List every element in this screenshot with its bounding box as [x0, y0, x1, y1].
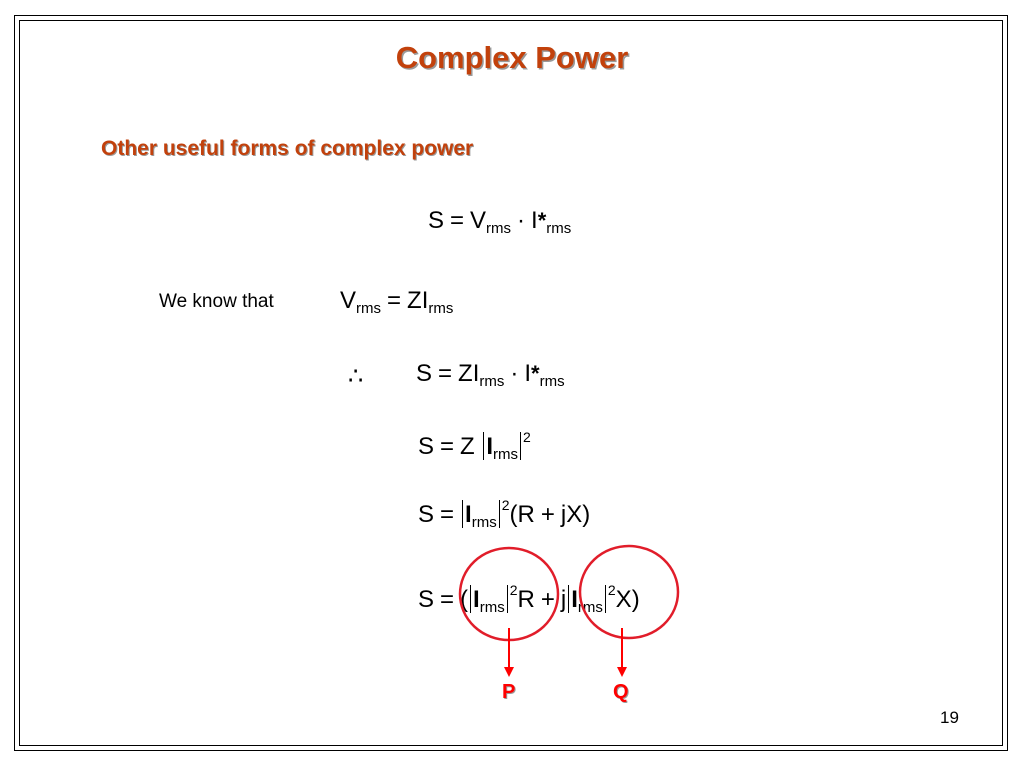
abs-bar — [470, 585, 472, 613]
eq-symbol: S — [418, 586, 435, 613]
eq-symbol: I — [531, 207, 538, 234]
eq-subscript: rms — [471, 514, 497, 531]
eq-symbol: · — [517, 207, 526, 234]
eq-symbol: S — [418, 501, 435, 528]
eq-subscript: rms — [546, 220, 572, 237]
equation-s-zirms-iconj: S=ZIrms·I*rms — [416, 360, 565, 390]
eq-symbol: = — [440, 586, 455, 613]
eq-symbol: X — [615, 586, 632, 613]
label-p: P — [502, 681, 516, 703]
eq-superscript: 2 — [523, 429, 531, 445]
eq-symbol: S — [428, 207, 445, 234]
eq-symbol: I — [465, 501, 472, 528]
page-number: 19 — [940, 708, 959, 727]
equation-vrms-zirms: Vrms=ZIrms — [340, 287, 454, 317]
q-circle — [578, 544, 680, 640]
eq-subscript: rms — [479, 599, 505, 616]
abs-bar — [520, 432, 522, 460]
equation-s-irms-squared-r-jx: S= Irms2(R+jX) — [418, 498, 590, 530]
abs-bar — [568, 585, 570, 613]
p-circle — [458, 546, 560, 642]
eq-symbol: jX — [560, 501, 583, 528]
eq-symbol: ( — [509, 501, 518, 528]
abs-bar — [506, 585, 508, 613]
abs-bar — [498, 500, 500, 528]
eq-symbol: I — [571, 586, 578, 613]
eq-symbol: = — [440, 433, 455, 460]
eq-symbol: j — [560, 586, 567, 613]
slide-subtitle: Other useful forms of complex power — [101, 137, 474, 160]
eq-symbol: · — [510, 360, 519, 387]
eq-symbol: ) — [631, 586, 640, 613]
abs-bar — [604, 585, 606, 613]
eq-symbol: ) — [582, 501, 591, 528]
slide-title: Complex Power — [395, 40, 629, 75]
eq-symbol: ZI — [458, 360, 480, 387]
slide-outer-border — [14, 15, 1008, 751]
eq-symbol: = — [387, 287, 402, 314]
eq-subscript: rms — [356, 300, 382, 317]
label-q: Q — [613, 681, 629, 703]
eq-superscript: 2 — [501, 497, 510, 513]
we-know-that-text: We know that — [159, 291, 274, 312]
eq-symbol: I — [524, 360, 532, 387]
eq-symbol: + — [540, 586, 555, 613]
abs-bar — [483, 432, 485, 460]
eq-symbol: ZI — [407, 287, 429, 314]
eq-symbol: R — [517, 501, 535, 528]
eq-symbol: * — [531, 361, 540, 386]
slide-inner-border — [19, 20, 1003, 746]
eq-symbol: * — [537, 208, 547, 233]
therefore-symbol: ∴ — [348, 363, 364, 390]
eq-subscript: rms — [486, 220, 512, 237]
eq-symbol: S — [418, 433, 435, 460]
eq-symbol: = — [440, 501, 455, 528]
eq-subscript: rms — [493, 446, 519, 463]
eq-subscript: rms — [428, 300, 454, 317]
equation-s-z-irms-squared: S=Z Irms2 — [418, 430, 531, 462]
eq-symbol: S — [416, 360, 433, 387]
eq-symbol: V — [470, 207, 487, 234]
eq-symbol: + — [540, 501, 555, 528]
eq-symbol: I — [473, 586, 480, 613]
eq-symbol: ( — [460, 586, 469, 613]
equation-s-vrms-iconj: S=Vrms·I*rms — [428, 207, 572, 237]
abs-bar — [462, 500, 464, 528]
eq-superscript: 2 — [509, 582, 518, 598]
eq-symbol: V — [340, 287, 357, 314]
eq-subscript: rms — [539, 373, 565, 390]
eq-symbol: = — [450, 207, 465, 234]
eq-subscript: rms — [479, 373, 505, 390]
eq-symbol: R — [517, 586, 535, 613]
eq-symbol: I — [486, 433, 494, 460]
eq-superscript: 2 — [607, 582, 616, 598]
eq-symbol: Z — [460, 433, 475, 460]
eq-symbol: = — [438, 360, 453, 387]
